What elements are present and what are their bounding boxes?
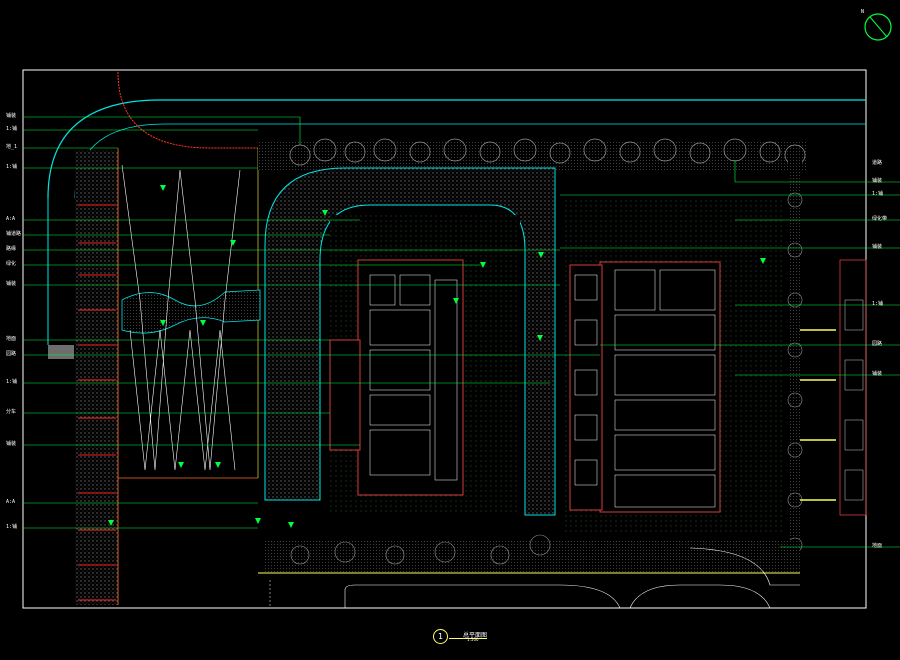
red-dashed-curve	[117, 71, 258, 149]
north-arrow-icon	[864, 13, 892, 41]
left-label: 1:铺	[6, 379, 18, 385]
drawing-caption: 1 总平面图 1:500	[433, 629, 553, 645]
right-hedge	[788, 160, 802, 570]
left-label: A:A	[6, 216, 16, 222]
caption-underline	[449, 638, 487, 639]
caption-title: 总平面图	[463, 632, 488, 639]
right-label: 园路	[872, 341, 883, 347]
building-left	[329, 259, 464, 496]
left-label: 路缘	[6, 246, 17, 252]
top-hedge	[258, 140, 806, 170]
bottom-hedge	[265, 540, 800, 572]
right-label: 1:铺	[872, 301, 884, 307]
left-label: 地面	[6, 336, 17, 342]
left-label: A:A	[6, 499, 16, 505]
caption-scale: 1:500	[467, 637, 479, 642]
left-label: 铺装	[6, 113, 17, 119]
road-edge-outer	[47, 99, 866, 199]
building-right	[569, 261, 721, 513]
right-label: 铺装	[872, 244, 883, 250]
left-label: 园路	[6, 351, 17, 357]
right-label: 铺装	[872, 178, 883, 184]
right-label: 道路	[872, 160, 883, 166]
caption-number-circle: 1	[433, 629, 448, 644]
left-label: 铺装	[6, 441, 17, 447]
north-label: N	[861, 9, 865, 15]
right-label: 铺装	[872, 371, 883, 377]
building-far-right	[839, 259, 867, 516]
left-label: 铺装	[6, 281, 17, 287]
leader-lines	[23, 116, 900, 548]
bottom-road	[344, 584, 621, 609]
right-label: 1:铺	[872, 191, 884, 197]
left-label: 地_1	[6, 144, 18, 150]
left-strip-red-marks	[78, 204, 116, 601]
left-label: 分车	[6, 409, 17, 415]
elevation-markers	[108, 185, 766, 528]
left-label: 绿化	[6, 261, 17, 267]
right-label: 绿化带	[872, 216, 888, 222]
left-label: 1:铺	[6, 126, 18, 132]
left-label: 1:铺	[6, 524, 18, 530]
left-label: 1:铺	[6, 164, 18, 170]
wave-path	[121, 289, 261, 334]
left-paving-strip	[75, 150, 119, 605]
sunray-lines	[121, 164, 241, 471]
right-label: 地面	[872, 543, 883, 549]
left-label: 铺道路	[6, 231, 22, 237]
